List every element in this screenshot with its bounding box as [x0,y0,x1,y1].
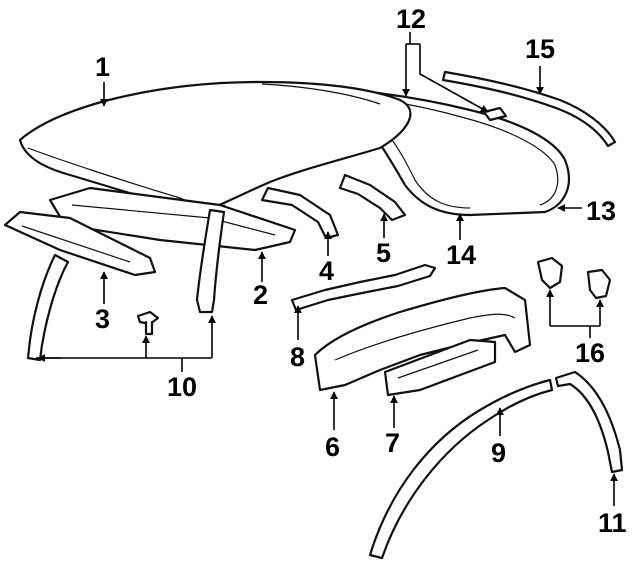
callout-4: 4 [319,256,334,286]
leader-lines [36,32,618,506]
callout-16: 16 [575,338,605,368]
callout-9: 9 [491,438,506,468]
callout-3: 3 [95,304,110,334]
windshield-pillar-part [26,253,70,362]
leader-12-b [419,44,489,113]
callout-14: 14 [446,240,476,270]
callout-13: 13 [586,196,616,226]
callout-12: 12 [396,4,426,34]
callout-7: 7 [385,428,400,458]
callout-labels: 1 2 3 4 5 6 7 8 9 10 11 12 13 14 15 16 [95,4,627,538]
retainer-clip-left-part [536,256,564,290]
front-header-part [3,210,157,277]
rear-weatherstrip-part [554,370,624,474]
callout-1: 1 [95,52,110,82]
callout-5: 5 [376,238,391,268]
pillar-screw-part [136,310,160,336]
center-pillar-part [195,208,226,314]
support-bracket-part [290,263,437,312]
callout-6: 6 [325,432,340,462]
weatherstrip-part [368,378,554,560]
inner-panel-part [383,338,497,397]
drip-molding-part [441,70,617,148]
callout-15: 15 [525,34,555,64]
callout-11: 11 [598,508,627,538]
retainer-clip-right-part [586,268,612,300]
back-panel-part [313,286,532,392]
callout-10: 10 [167,372,197,402]
callout-2: 2 [253,280,268,310]
callout-8: 8 [290,342,305,372]
rear-bow-part [338,173,407,222]
molding-clip-part [482,106,508,122]
